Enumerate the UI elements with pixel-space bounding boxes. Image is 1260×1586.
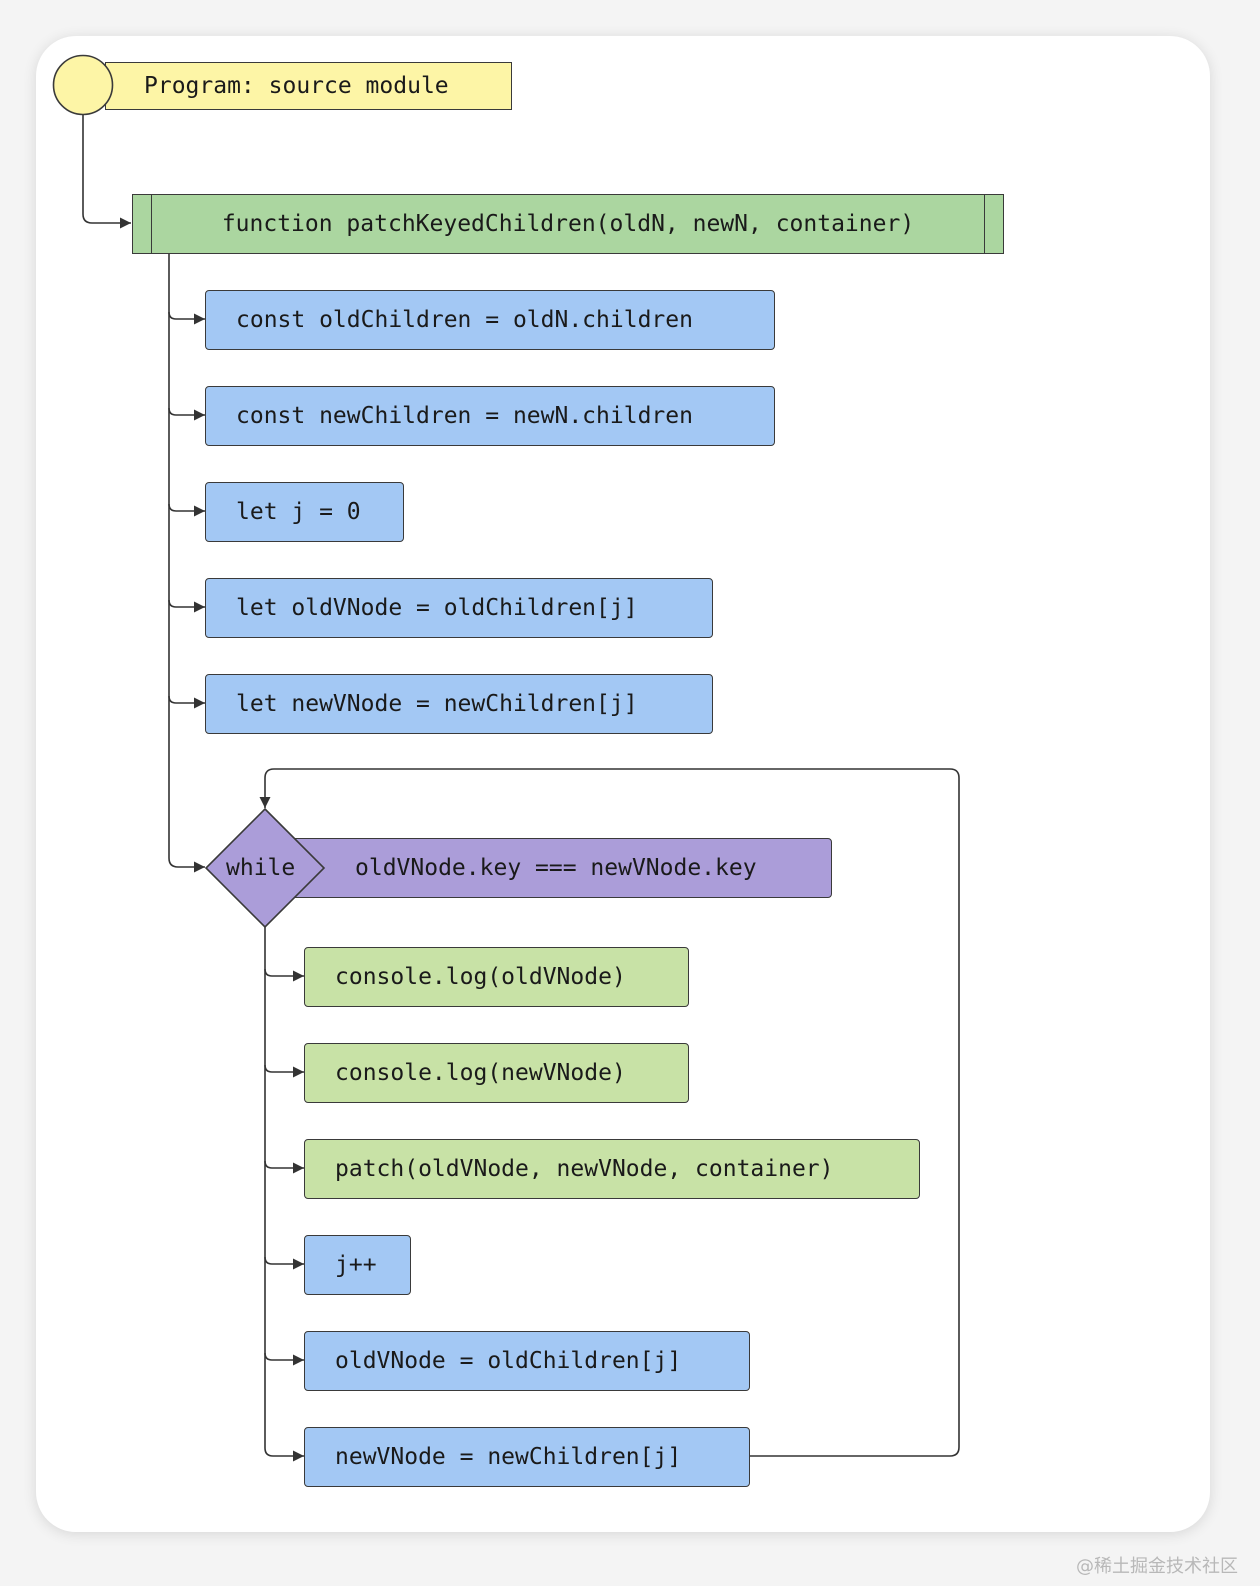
watermark: @稀土掘金技术社区 [1076, 1556, 1238, 1577]
loop-body-node: newVNode = newChildren[j] [304, 1427, 750, 1487]
edge-loop-back [259, 768, 960, 1457]
loop-body-label: console.log(oldVNode) [335, 964, 626, 990]
loop-body-label: j++ [335, 1252, 377, 1278]
statement-label: const oldChildren = oldN.children [236, 307, 693, 333]
loop-body-label: patch(oldVNode, newVNode, container) [335, 1156, 834, 1182]
function-bar-left [133, 195, 152, 253]
edge-statement-5 [168, 695, 205, 709]
edge-program-function [82, 114, 131, 229]
loop-condition-node: oldVNode.key === newVNode.key [262, 838, 832, 898]
loop-body-label: oldVNode = oldChildren[j] [335, 1348, 682, 1374]
statement-label: let oldVNode = oldChildren[j] [236, 595, 638, 621]
statement-node: let oldVNode = oldChildren[j] [205, 578, 713, 638]
statement-node: let j = 0 [205, 482, 404, 542]
function-bar-right [984, 195, 1003, 253]
loop-body-label: newVNode = newChildren[j] [335, 1444, 682, 1470]
edge-statement-1 [168, 311, 205, 325]
edge-loop-trunk [264, 926, 304, 1462]
statement-label: let j = 0 [236, 499, 361, 525]
loop-body-node: j++ [304, 1235, 411, 1295]
statement-label: let newVNode = newChildren[j] [236, 691, 638, 717]
edge-statement-4 [168, 599, 205, 613]
loop-body-label: console.log(newVNode) [335, 1060, 626, 1086]
program-label: Program: source module [144, 73, 449, 99]
loop-body-node: oldVNode = oldChildren[j] [304, 1331, 750, 1391]
loop-body-node: patch(oldVNode, newVNode, container) [304, 1139, 920, 1199]
loop-body-node: console.log(newVNode) [304, 1043, 689, 1103]
function-label: function patchKeyedChildren(oldN, newN, … [221, 211, 915, 237]
edge-body-5 [264, 1352, 304, 1366]
start-circle [52, 54, 114, 116]
loop-keyword: while [226, 855, 296, 881]
edge-statement-3 [168, 503, 205, 517]
statement-node: let newVNode = newChildren[j] [205, 674, 713, 734]
statement-node: const newChildren = newN.children [205, 386, 775, 446]
edge-body-3 [264, 1160, 304, 1174]
statement-label: const newChildren = newN.children [236, 403, 693, 429]
loop-condition: oldVNode.key === newVNode.key [355, 855, 757, 881]
edge-function-trunk [168, 254, 205, 873]
edge-body-4 [264, 1256, 304, 1270]
function-node: function patchKeyedChildren(oldN, newN, … [132, 194, 1004, 254]
statement-node: const oldChildren = oldN.children [205, 290, 775, 350]
edge-body-1 [264, 968, 304, 982]
program-label-box: Program: source module [105, 62, 512, 110]
loop-diamond [204, 807, 326, 929]
diagram-card [36, 36, 1210, 1532]
edge-statement-2 [168, 407, 205, 421]
edge-body-2 [264, 1064, 304, 1078]
loop-body-node: console.log(oldVNode) [304, 947, 689, 1007]
